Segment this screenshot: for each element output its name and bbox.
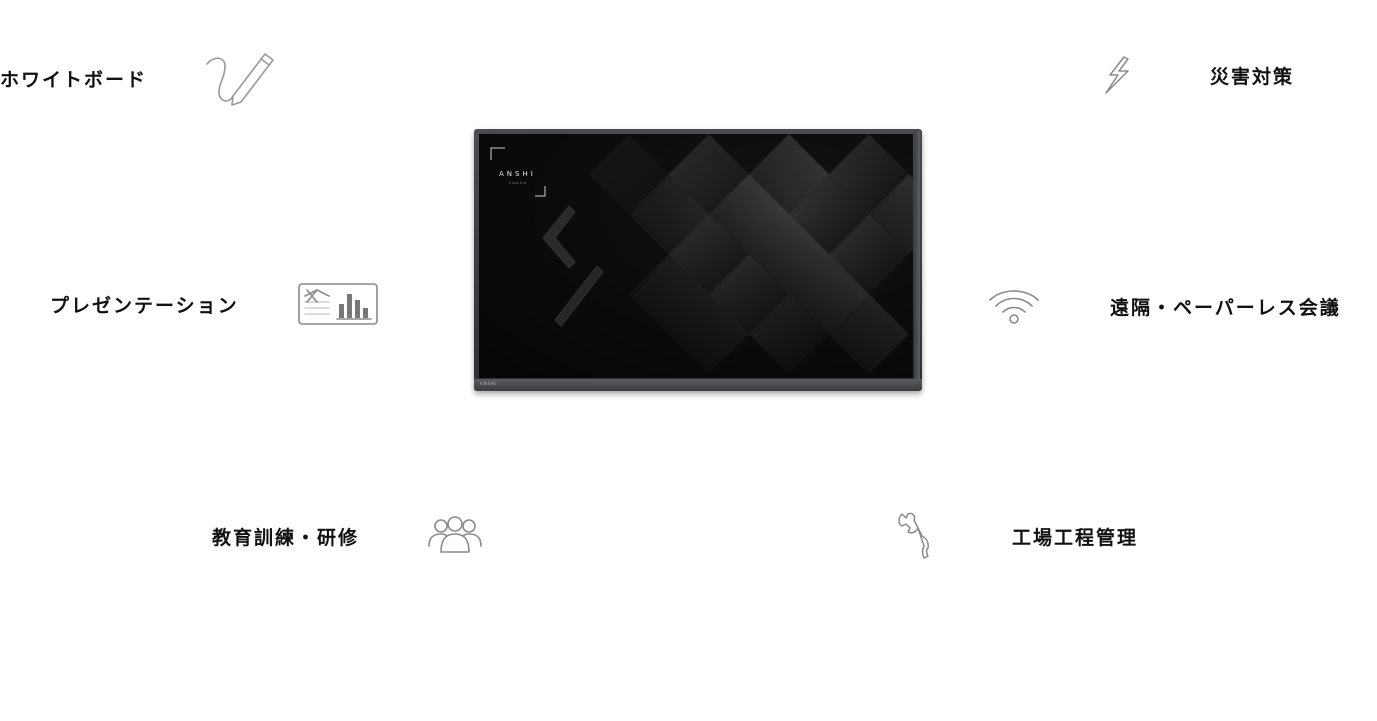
feature-remote: 遠隔・ペーパーレス会議 [988,286,1341,326]
bezel-brand-text: ANSHI [480,381,498,386]
feature-factory: 工場工程管理 [896,512,1138,560]
feature-whiteboard: ホワイトボード [0,50,277,106]
feature-presentation: プレゼンテーション [50,282,379,326]
group-people-icon [427,514,483,558]
screen-pattern [479,134,913,378]
feature-label-disaster: 災害対策 [1210,65,1295,88]
feature-label-education: 教育訓練・研修 [212,526,360,549]
monitor-bottom-bar [474,379,922,391]
feature-label-whiteboard: ホワイトボード [0,68,148,91]
screen-brand-logo: ANSHI [499,170,536,178]
feature-disaster: 災害対策 [1102,55,1294,95]
monitor-side-edge [914,131,920,379]
lightning-icon [1102,55,1132,95]
screen-brand-sub: TOUCH [509,181,528,185]
pen-icon [205,50,277,106]
feature-education: 教育訓練・研修 [212,514,483,558]
feature-label-presentation: プレゼンテーション [50,294,239,317]
feature-label-remote: 遠隔・ペーパーレス会議 [1110,296,1341,319]
interactive-display-monitor: ANSHI TOUCH ANSHI [474,129,922,397]
monitor-screen: ANSHI TOUCH [479,134,913,378]
wifi-icon [988,286,1040,326]
presentation-chart-icon [297,282,379,326]
feature-label-factory: 工場工程管理 [1012,526,1139,549]
wrench-icon [896,512,930,560]
